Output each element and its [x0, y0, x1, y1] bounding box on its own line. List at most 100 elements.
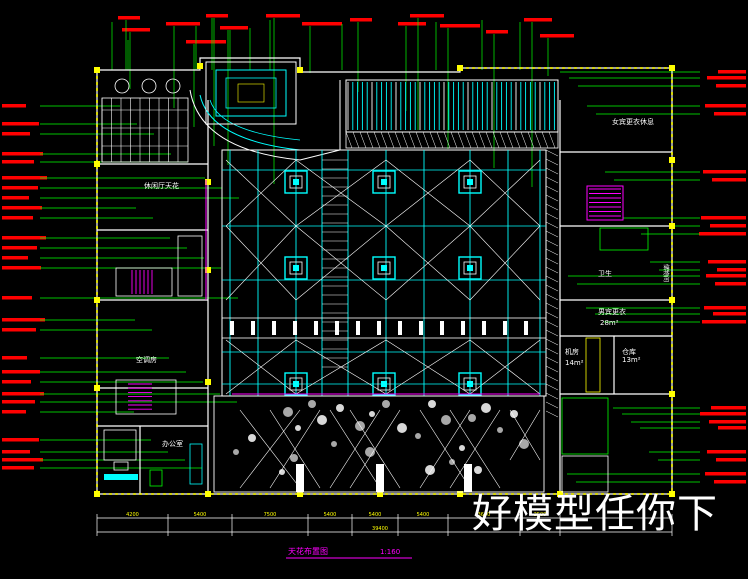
room-label-warehouse-area: 13m² [622, 356, 641, 364]
dimension-value: 4200 [126, 512, 139, 518]
annotation-note [707, 450, 746, 454]
right-wing-fixtures [561, 185, 649, 493]
structural-columns [94, 63, 675, 497]
annotation-note [2, 176, 47, 180]
room-label-ac-room: 空调房 [136, 355, 157, 364]
annotation-note [2, 186, 38, 190]
annotation-note [2, 196, 29, 200]
annotation-note [166, 22, 200, 26]
annotation-note [2, 256, 28, 260]
annotation-note [705, 472, 746, 476]
annotation-note [710, 224, 746, 228]
annotation-note [2, 206, 42, 210]
annotation-note [220, 26, 248, 30]
annotation-note [2, 392, 44, 396]
annotation-note [186, 40, 226, 44]
annotation-note [524, 18, 552, 22]
annotation-note [712, 178, 746, 182]
annotation-note [707, 76, 746, 80]
annotation-note [716, 84, 746, 88]
annotation-note [350, 18, 372, 22]
building-outline [96, 57, 673, 495]
annotation-note [2, 356, 27, 360]
room-labels: 休闲厅天花 空调房 办公室 女宾更衣休息 卫生 男宾更衣 28m² 机房 14m… [136, 117, 670, 448]
annotation-note [700, 412, 746, 416]
annotation-note [486, 30, 508, 34]
annotation-note [2, 410, 26, 414]
column [94, 161, 100, 167]
total-dimension: 39400 [372, 526, 388, 532]
annotation-note [2, 236, 46, 240]
dimension-value: 5400 [194, 512, 207, 518]
annotation-note [440, 24, 480, 28]
room-label-machine-room: 机房 [565, 347, 579, 356]
annotation-note [706, 274, 746, 278]
annotation-note [2, 328, 36, 332]
annotation-note [714, 480, 746, 484]
annotation-note [715, 282, 746, 286]
annotation-note [708, 260, 746, 264]
annotation-note [410, 14, 444, 18]
drawing-scale: 1:160 [380, 548, 400, 556]
annotation-note [122, 28, 150, 32]
curved-feature-ceiling [189, 61, 341, 161]
annotation-note [2, 318, 45, 322]
room-label-storage: 卫生 [598, 269, 612, 278]
left-wing-fixtures [103, 235, 203, 487]
drawing-title: 天花布置图 [288, 546, 328, 556]
annotation-note [398, 22, 426, 26]
annotation-note [118, 16, 140, 20]
top-left-stair [101, 78, 189, 163]
dimension-value: 5400 [369, 512, 382, 518]
annotation-note [2, 400, 35, 404]
dimension-value: 7500 [264, 512, 277, 518]
annotation-note [2, 132, 30, 136]
annotation-note [714, 112, 746, 116]
column [297, 67, 303, 73]
annotation-note [2, 246, 37, 250]
room-label-ladies-lounge: 女宾更衣休息 [612, 117, 654, 126]
annotation-note [206, 14, 228, 18]
room-label-male-change: 男宾更衣 [598, 307, 626, 316]
annotation-note [2, 104, 26, 108]
dimension-value: 2500 [534, 512, 547, 518]
annotation-note [2, 466, 34, 470]
annotation-note [2, 160, 34, 164]
main-ceiling-grid [205, 149, 559, 418]
annotation-note [2, 450, 30, 454]
annotation-note [2, 438, 39, 442]
annotation-note [2, 216, 33, 220]
room-label-male-change-area: 28m² [600, 319, 619, 327]
annotation-note [718, 70, 746, 74]
annotation-note [709, 420, 746, 424]
column [669, 297, 675, 303]
annotation-note [302, 22, 342, 26]
annotation-note [266, 14, 300, 18]
annotation-note [717, 268, 746, 272]
annotation-note [2, 458, 43, 462]
room-label-warehouse: 仓库 [622, 347, 636, 356]
column [297, 491, 303, 497]
annotation-note [540, 34, 574, 38]
room-label-machine-room-area: 14m² [565, 359, 584, 367]
dimension-value: 3600 [478, 512, 491, 518]
ceiling-linear-panel [345, 79, 559, 149]
room-label-storage-side: 储物间 [662, 264, 670, 282]
annotation-note [704, 306, 746, 310]
annotation-note [699, 232, 746, 236]
dimension-chain [96, 514, 673, 536]
lower-ceiling-zone [213, 395, 545, 493]
column [197, 63, 203, 69]
column [205, 379, 211, 385]
annotation-note [2, 370, 40, 374]
room-label-lounge-ceiling: 休闲厅天花 [144, 181, 179, 190]
annotation-note [2, 152, 43, 156]
annotation-note [703, 170, 746, 174]
column [205, 179, 211, 185]
column [669, 491, 675, 497]
annotation-note [716, 458, 746, 462]
annotation-note [705, 104, 746, 108]
